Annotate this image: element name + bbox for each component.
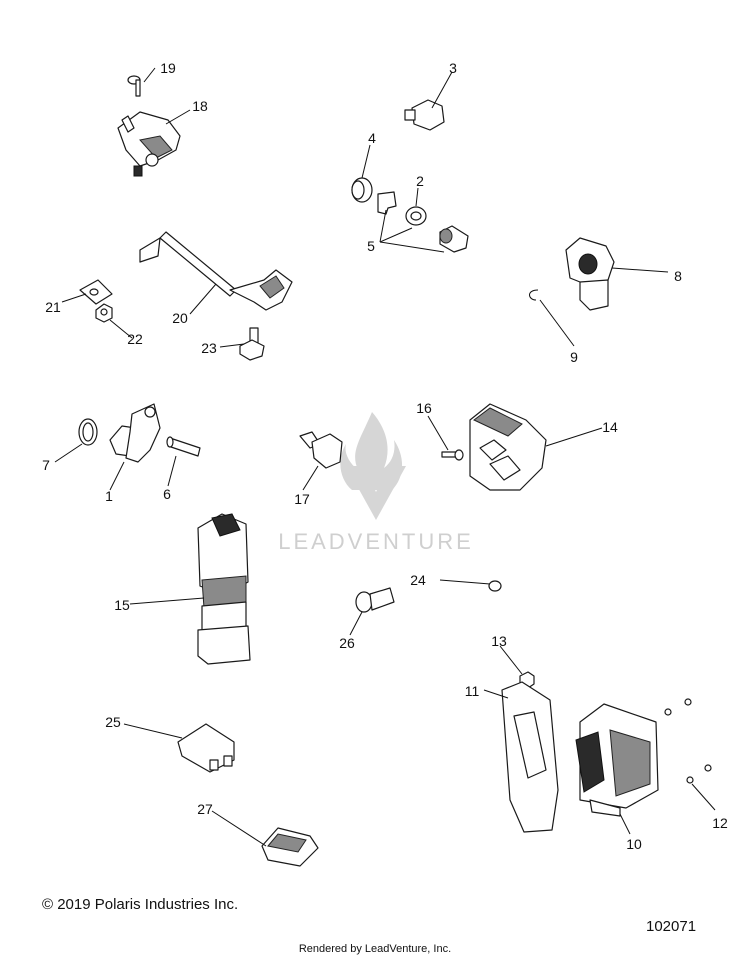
part-25-switch xyxy=(177,723,235,773)
callout-19: 19 xyxy=(160,60,176,76)
callout-11: 11 xyxy=(465,683,480,699)
part-2-washer xyxy=(405,206,427,226)
callout-4: 4 xyxy=(368,130,376,146)
part-3-fitting xyxy=(404,99,445,131)
callout-15: 15 xyxy=(114,597,130,613)
watermark-text: LEADVENTURE xyxy=(278,529,474,554)
callout-14: 14 xyxy=(602,419,618,435)
callout-22: 22 xyxy=(127,331,143,347)
callout-7: 7 xyxy=(42,457,50,473)
part-21-clamp xyxy=(79,279,113,305)
document-number: 102071 xyxy=(646,918,697,935)
callout-2: 2 xyxy=(416,173,424,189)
part-26-push-clip xyxy=(355,587,395,613)
part-22-nut xyxy=(95,303,113,323)
callout-24: 24 xyxy=(410,572,426,588)
part-14-control-module xyxy=(469,403,547,491)
part-19-bolt xyxy=(127,75,141,97)
callout-1: 1 xyxy=(105,488,113,504)
callout-21: 21 xyxy=(45,299,61,315)
callout-18: 18 xyxy=(192,98,208,114)
callout-26: 26 xyxy=(339,635,355,651)
part-5-sensors xyxy=(377,191,469,253)
part-1-cam-sensor xyxy=(109,403,161,463)
part-7-o-ring xyxy=(78,418,98,446)
part-18-map-sensor xyxy=(117,111,181,177)
part-17-temp-sensor xyxy=(299,431,343,469)
part-4-cap xyxy=(351,177,373,203)
callout-8: 8 xyxy=(674,268,682,284)
part-20-sensor-cable xyxy=(139,231,293,311)
part-11-bracket xyxy=(501,681,559,833)
leader-lines xyxy=(54,67,716,847)
part-12-screws xyxy=(664,698,712,784)
part-10-ecu xyxy=(575,703,659,817)
callout-20: 20 xyxy=(172,310,188,326)
callout-9: 9 xyxy=(570,349,578,365)
callout-13: 13 xyxy=(491,633,507,649)
copyright-notice: © 2019 Polaris Industries Inc. xyxy=(42,896,239,913)
callout-23: 23 xyxy=(201,340,217,356)
callout-17: 17 xyxy=(294,491,310,507)
part-9-clip xyxy=(529,289,539,301)
part-23-bolt xyxy=(239,327,265,361)
callout-10: 10 xyxy=(626,836,642,852)
part-8-knock-sensor xyxy=(565,237,615,311)
callout-labels: 1 2 3 4 5 6 7 8 9 10 11 12 13 14 15 16 1… xyxy=(42,60,728,852)
watermark-v-icon xyxy=(346,466,406,520)
part-27-cover xyxy=(261,827,319,867)
part-16-bolt xyxy=(441,449,464,461)
callout-5: 5 xyxy=(367,238,375,254)
part-6-pin xyxy=(166,436,201,457)
part-15-module-harness xyxy=(197,513,251,665)
callout-25: 25 xyxy=(105,714,121,730)
part-24-screw xyxy=(488,580,502,592)
callout-3: 3 xyxy=(449,60,457,76)
callout-27: 27 xyxy=(197,801,213,817)
callout-6: 6 xyxy=(163,486,171,502)
callout-12: 12 xyxy=(712,815,728,831)
watermark: LEADVENTURE xyxy=(278,412,474,554)
rendered-by-credit: Rendered by LeadVenture, Inc. xyxy=(298,943,452,955)
callout-16: 16 xyxy=(416,400,432,416)
